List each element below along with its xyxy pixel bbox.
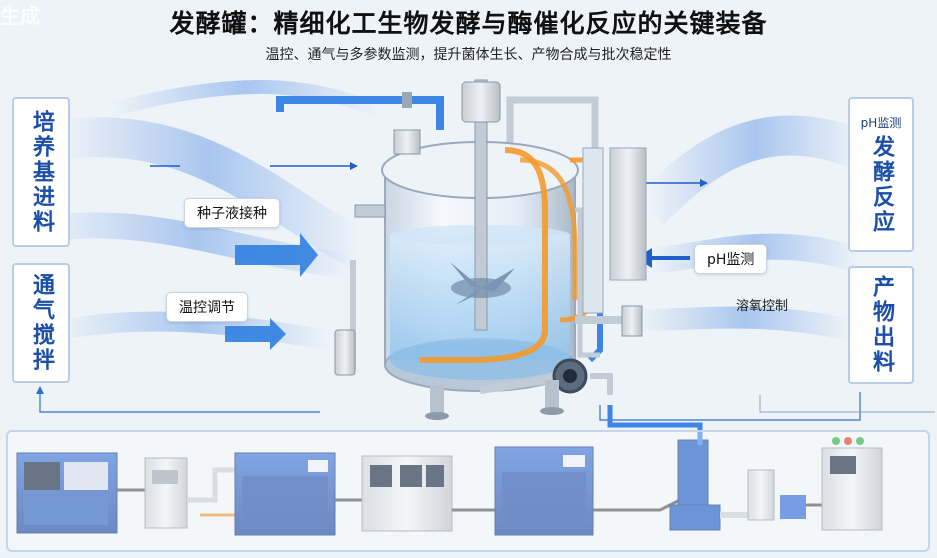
reaction-label: 发酵反应 xyxy=(869,135,894,235)
dissolved-oxygen-label: 溶氧控制 xyxy=(736,299,789,314)
page-subtitle: 温控、通气与多参数监测，提升菌体生长、产物合成与批次稳定性 xyxy=(265,47,672,63)
right-bottom-box: 产物出料 xyxy=(848,266,914,384)
right-small-label: pH监测 xyxy=(860,116,902,130)
watermark: 生成 xyxy=(0,4,40,28)
seed-inoculation-label: 种子液接种 xyxy=(184,198,280,228)
left-top-box: 培养基进料 xyxy=(12,97,70,247)
page-title: 发酵罐：精细化工生物发酵与酶催化反应的关键装备 xyxy=(169,9,768,38)
ph-monitoring-label: pH监测 xyxy=(694,244,768,274)
left-bottom-box: 通气搅拌 xyxy=(12,263,70,383)
equipment-row-frame xyxy=(6,430,930,552)
discharge-label: 产物出料 xyxy=(869,275,894,375)
aeration-label: 通气搅拌 xyxy=(29,273,54,373)
right-top-box: pH监测 发酵反应 xyxy=(848,97,914,252)
temperature-control-label: 温控调节 xyxy=(166,292,248,322)
feed-label: 培养基进料 xyxy=(29,109,54,235)
